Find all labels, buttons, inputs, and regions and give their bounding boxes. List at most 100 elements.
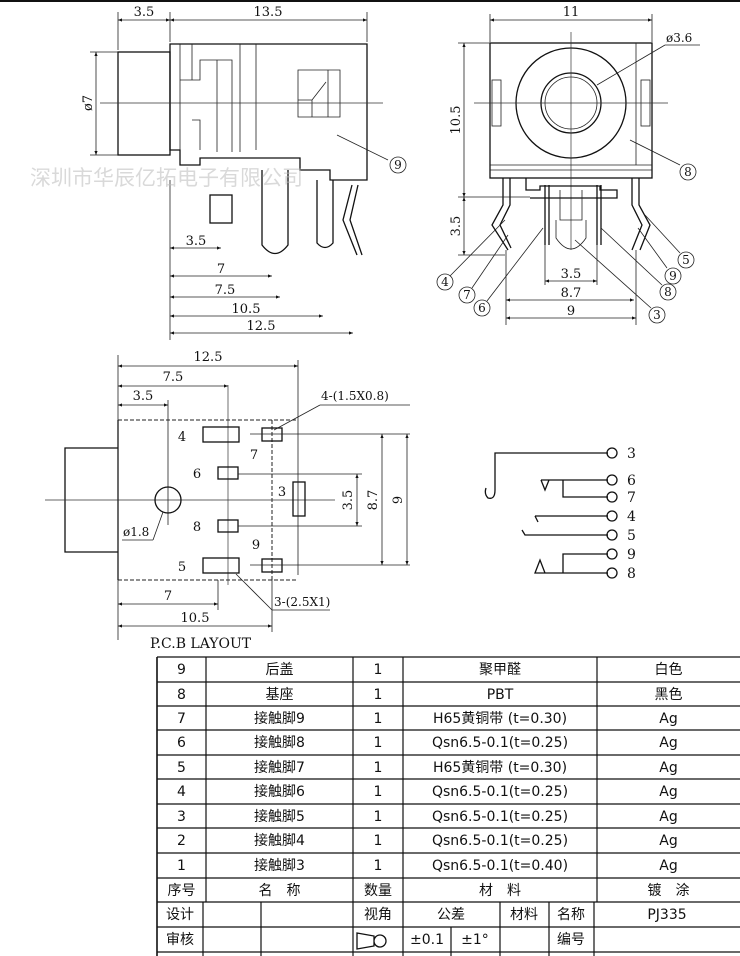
bom-cell-finish: Ag [659,809,677,825]
bom-cell-no: 6 [177,735,186,751]
bom-cell-material: PBT [487,687,514,703]
callout-8: 8 [664,285,672,299]
dim-pin-length: 3.5 [449,216,464,237]
dim-12-5: 12.5 [247,319,276,334]
bom-cell-qty: 1 [374,784,383,800]
title-view: 视角 [364,907,392,923]
terminal-4: 4 [627,509,636,525]
bom-cell-name: 接触脚6 [254,783,305,800]
bom-cell-name: 基座 [266,686,294,703]
dim-hole: ø1.8 [123,525,149,539]
pad-label-6: 6 [193,467,201,482]
bom-cell-finish: Ag [659,735,677,751]
title-tol-angle: ±1° [461,932,489,948]
title-number-label: 编号 [557,932,585,948]
dim-small-pads: 4-(1.5X0.8) [321,389,389,403]
bom-cell-material: H65黄铜带 (t=0.30) [433,759,567,776]
pad-label-3: 3 [278,485,286,500]
side-view: 9 3.5 13.5 ø7 3.5 7 7.5 10.5 12.5 [81,5,407,340]
bom-header-name: 名 称 [259,883,301,899]
dim-9-front: 9 [567,304,575,319]
dim-width: 11 [563,5,580,20]
dim-v-8-7: 8.7 [366,490,381,511]
pcb-layout: 4 7 6 3 8 9 5 12.5 7.5 3.5 4-(1.5X0.8) ø… [45,350,410,652]
bom-cell-finish: Ag [659,833,677,849]
dim-hole-diameter: ø3.6 [666,31,692,45]
title-review: 审核 [166,932,194,948]
terminal-9: 9 [627,547,636,563]
bom-cell-material: Qsn6.5-0.1(t=0.40) [432,858,568,874]
callout-5: 5 [682,253,690,267]
bom-cell-no: 4 [177,784,186,800]
terminal-6: 6 [627,473,636,489]
bom-cell-finish: Ag [659,858,677,874]
dim-10-5: 10.5 [232,302,261,317]
projection-symbol-icon [356,932,387,950]
terminal-7: 7 [627,490,636,506]
bom-cell-finish: Ag [659,711,677,727]
pad-label-5: 5 [178,560,186,575]
bom-cell-qty: 1 [374,662,383,678]
pad-label-7: 7 [250,448,258,463]
bom-cell-material: H65黄铜带 (t=0.30) [433,710,567,727]
dim-v-9: 9 [391,496,406,504]
bom-cell-name: 接触脚4 [254,832,305,849]
callout-9: 9 [394,158,402,172]
dim-body-length: 13.5 [254,5,283,20]
bom-cell-name: 接触脚8 [254,734,305,751]
bom-header-finish: 镀 涂 [648,882,690,899]
callout-4: 4 [441,275,449,289]
dim-3-5-pcb: 3.5 [133,389,154,404]
dim-front-length: 3.5 [134,5,155,20]
bom-cell-material: Qsn6.5-0.1(t=0.25) [432,784,568,800]
title-material: 材料 [510,907,538,923]
bom-cell-qty: 1 [374,809,383,825]
bom-cell-material: Qsn6.5-0.1(t=0.25) [432,735,568,751]
dim-v-3-5: 3.5 [341,490,356,511]
dim-height: 10.5 [449,106,464,135]
bom-cell-finish: 白色 [655,661,683,678]
terminal-5: 5 [627,528,636,544]
callout-3: 3 [653,308,661,322]
callout-9: 9 [669,269,677,283]
bom-cell-no: 3 [177,809,186,825]
title-tol-linear: ±0.1 [410,932,444,948]
bom-cell-no: 7 [177,711,186,727]
bom-cell-name: 后盖 [266,662,294,678]
bom-cell-qty: 1 [374,760,383,776]
callout-7: 7 [463,288,471,302]
bom-cell-name: 接触脚3 [254,857,305,874]
title-tolerance: 公差 [437,907,465,923]
front-view: 8 ø3.6 4 7 6 5 9 8 3 11 10.5 3.5 3.5 8.7… [436,5,700,325]
pcb-layout-title: P.C.B LAYOUT [150,636,252,652]
bom-header-material: 材 料 [479,883,521,899]
dim-diameter: ø7 [81,95,96,111]
dim-3-5: 3.5 [186,234,207,249]
bom-cell-finish: 黑色 [655,686,683,703]
terminal-8: 8 [627,566,636,582]
bom-cell-qty: 1 [374,687,383,703]
title-name-label: 名称 [557,907,585,923]
dim-3-5-front: 3.5 [561,267,582,282]
bom-cell-no: 9 [177,662,186,678]
dim-7: 7 [217,262,225,277]
bom-header-qty: 数量 [364,883,392,899]
callout-6: 6 [478,301,486,315]
dim-12-5-pcb: 12.5 [194,350,223,365]
bom-cell-material: Qsn6.5-0.1(t=0.25) [432,833,568,849]
terminal-3: 3 [627,446,636,462]
pad-label-4: 4 [178,430,186,445]
bom-cell-qty: 1 [374,833,383,849]
schematic: 3 6 7 4 5 9 8 [484,446,636,582]
bom-cell-name: 接触脚9 [254,710,305,727]
dim-7-5-pcb: 7.5 [163,370,184,385]
bom-cell-no: 1 [177,858,186,874]
title-name-value: PJ335 [647,907,686,923]
callout-8-top: 8 [684,165,692,179]
bom-cell-no: 2 [177,833,186,849]
dim-7-5: 7.5 [215,283,236,298]
bom-cell-material: Qsn6.5-0.1(t=0.25) [432,809,568,825]
bom-cell-name: 接触脚5 [254,808,305,825]
